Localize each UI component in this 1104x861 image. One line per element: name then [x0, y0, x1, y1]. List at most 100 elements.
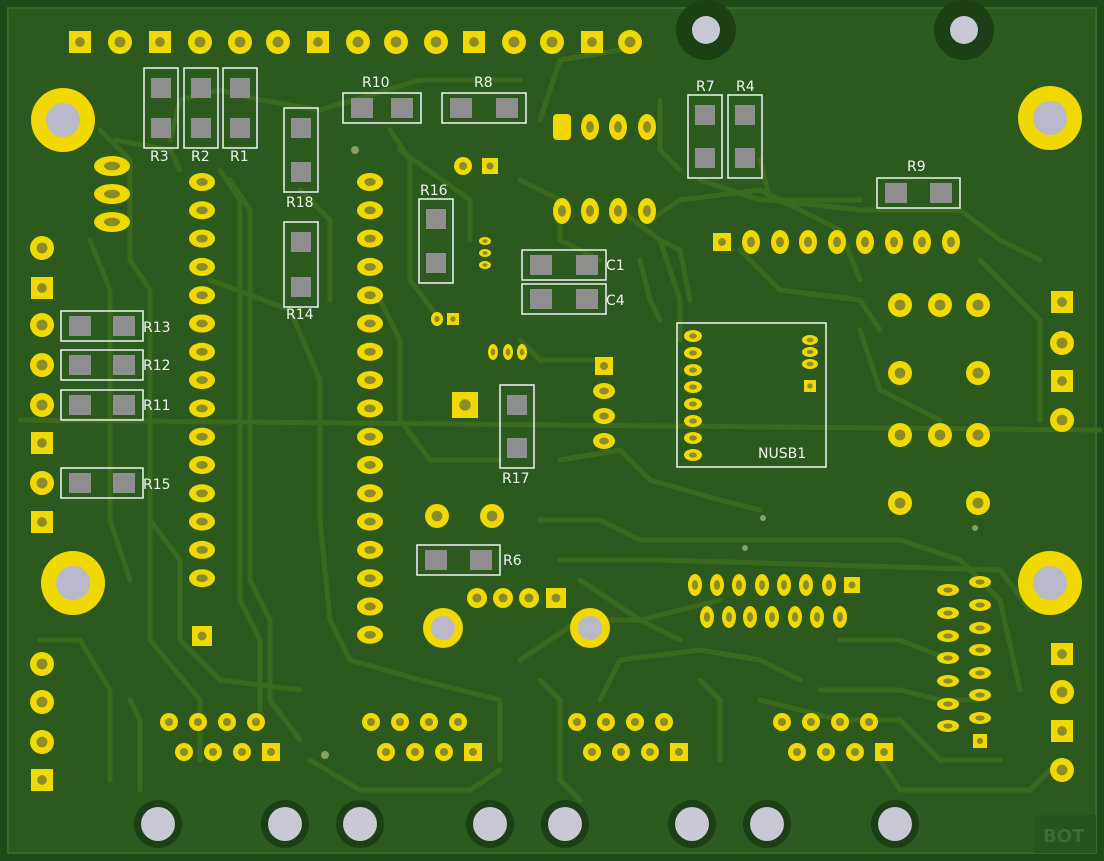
label-r3: R3 — [150, 149, 169, 165]
mid-dip-pad-hole — [364, 347, 376, 356]
r16-pad-1 — [426, 209, 446, 229]
left-dip-pad-hole — [196, 234, 208, 243]
bottom-header-pad-hole — [659, 717, 669, 727]
nusb1-pin-hole — [689, 333, 697, 339]
top-header-pad-hole — [234, 36, 246, 48]
ribbon-vert-pad-hole — [943, 633, 953, 639]
top-header-pad-hole — [430, 36, 442, 48]
right-edge-pad-hole — [1057, 726, 1067, 736]
mid-dip-pad-hole — [364, 178, 376, 186]
layer-label-box — [1034, 815, 1096, 853]
top-header-pad-hole — [313, 37, 323, 47]
ribbon-pad-hole — [802, 580, 810, 590]
r16-pad-2 — [426, 253, 446, 273]
mid-dip-pad-hole — [364, 291, 376, 300]
button-pad-hole — [894, 299, 906, 311]
label-r12: R12 — [143, 358, 171, 374]
mid-dip-pad-hole — [364, 574, 376, 583]
left-dip-pad-hole — [196, 517, 208, 526]
label-r9: R9 — [907, 159, 926, 175]
header-row-pad-hole — [776, 236, 784, 248]
r11-outline — [60, 389, 144, 421]
pad-hole — [524, 593, 534, 603]
bottom-connector-holes — [134, 800, 919, 848]
header-row-pad-hole — [890, 236, 898, 248]
four-pin-vert-pad-hole — [599, 412, 609, 420]
left-dip-pad-hole — [196, 545, 208, 554]
ribbon-vert-pad-hole — [943, 723, 953, 729]
small-pad-hole — [458, 161, 468, 171]
left-dip-pad-hole — [196, 262, 208, 271]
nusb1-pin-hole — [689, 401, 697, 407]
pad-hole — [498, 593, 508, 603]
r8-pad-2 — [496, 98, 518, 118]
nusb1-pin-hole — [806, 337, 814, 343]
header-row-pad-hole — [718, 238, 726, 246]
ribbon-pad-hole — [791, 612, 799, 622]
label-r13: R13 — [143, 320, 171, 336]
r2-pad-1 — [191, 78, 211, 98]
ribbon-pad-hole — [768, 612, 776, 622]
r17-pad-1 — [507, 395, 527, 415]
left-dip-pad-hole — [196, 376, 208, 385]
left-dip-pad-hole — [196, 319, 208, 328]
bottom-header-pad-hole — [453, 717, 463, 727]
tiny-pad-hole — [482, 239, 488, 243]
nusb1-outline — [676, 322, 827, 468]
tiny-pad-hole — [490, 348, 496, 356]
bottom-header-pad-hole — [572, 717, 582, 727]
header-row-pad-hole — [861, 236, 869, 248]
left-dip-pad-hole — [196, 178, 208, 186]
bottom-header-pad-hole — [424, 717, 434, 727]
r3-outline — [143, 67, 179, 149]
mid-dip-pad-hole — [364, 404, 376, 413]
top-header-pad-hole — [546, 36, 558, 48]
top-header-pad-hole — [624, 36, 636, 48]
top-header-pad-hole — [75, 37, 85, 47]
ribbon-vert-pad-hole — [976, 737, 984, 745]
right-edge-pad-hole — [1056, 686, 1068, 698]
top-header-pad-hole — [469, 37, 479, 47]
ribbon-pad-hole — [735, 580, 743, 590]
mid-dip-pad-hole — [364, 319, 376, 328]
bottom-header-pad-hole — [267, 748, 275, 756]
label-r16: R16 — [420, 183, 448, 199]
button-pad-hole — [972, 497, 984, 509]
left-edge-pad-hole — [36, 658, 48, 670]
four-pin-pad-hole — [614, 205, 622, 217]
bottom-header-pad-hole — [645, 747, 655, 757]
r2-pad-2 — [191, 118, 211, 138]
nusb1-pin-hole — [689, 384, 697, 390]
bottom-header-pad-hole — [179, 747, 189, 757]
smd-components — [60, 67, 961, 576]
mid-dip-pad-hole — [364, 376, 376, 385]
nusb1-pin-hole — [689, 367, 697, 373]
r13-pad-1 — [69, 316, 91, 336]
r14-pad-1 — [291, 232, 311, 252]
tiny-pad-hole — [482, 251, 488, 255]
four-pin-vert-pad-hole — [599, 437, 609, 445]
header-row-pad-hole — [747, 236, 755, 248]
ribbon-vert-pad-hole — [975, 579, 985, 585]
r15-outline — [60, 467, 144, 499]
top-header-pad-hole — [390, 36, 402, 48]
r10-pad-1 — [351, 98, 373, 118]
tiny-pad-hole — [519, 348, 525, 356]
left-edge-pad-hole — [36, 319, 48, 331]
mid-dip-pad-hole — [364, 602, 376, 611]
ribbon-pad-hole — [813, 612, 821, 622]
small-pad-hole — [486, 162, 494, 170]
bottom-header-pad-hole — [601, 717, 611, 727]
bottom-header-pad-hole — [792, 747, 802, 757]
ribbon-pad-hole — [746, 612, 754, 622]
ribbon-vert-pad-hole — [943, 587, 953, 593]
four-pin-pad-hole — [586, 205, 594, 217]
r15-pad-2 — [113, 473, 135, 493]
r12-pad-1 — [69, 355, 91, 375]
ribbon-vert-pad-hole — [975, 670, 985, 676]
r11-pad-2 — [113, 395, 135, 415]
left-dip-pad-hole — [196, 489, 208, 498]
label-r4: R4 — [736, 79, 755, 95]
left-edge-pad-hole — [36, 359, 48, 371]
